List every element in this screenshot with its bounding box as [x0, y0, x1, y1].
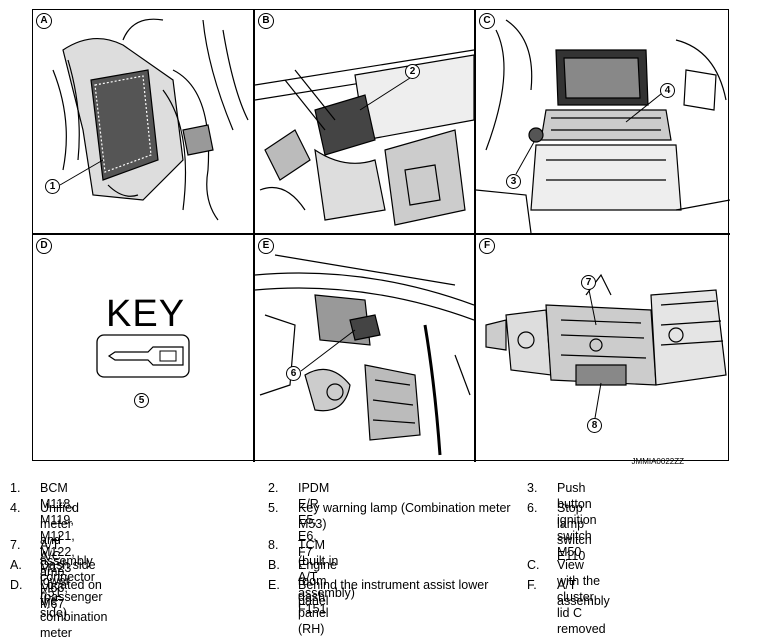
panel-d: D KEY 5 [33, 235, 253, 462]
legend-letter: F. [527, 578, 537, 592]
callout-3: 3 [506, 174, 521, 189]
legend-letter: E. [268, 578, 280, 592]
dash-center-illustration [476, 19, 730, 233]
legend-text: Located on the combination meter [40, 578, 108, 640]
panel-label: C [479, 13, 495, 29]
legend-letter: D. [10, 578, 23, 592]
legend-text: Stop lamp switch E110 [557, 501, 592, 563]
callout-5: 5 [134, 393, 149, 408]
legend-num: 5. [268, 501, 279, 515]
panel-b: B 2 [255, 10, 474, 233]
legend-text: Unified meter and A/C amp. M66, M67 [40, 501, 79, 611]
panel-divider [474, 10, 476, 462]
at-assembly-illustration [485, 273, 727, 386]
legend-num: 4. [10, 501, 21, 515]
panel-f: F 7 8 [476, 235, 730, 462]
panel-e: E 6 [255, 235, 474, 462]
legend-text: BCM M118, M119, M121, M122, M123 [40, 481, 75, 575]
ipdm-illustration [255, 49, 474, 226]
legend-text: A/T assembly connector F51 [40, 538, 95, 600]
legend-text: Push button ignition switch M50 [557, 481, 597, 559]
legend-num: 6. [527, 501, 538, 515]
legend-num: 2. [268, 481, 279, 495]
callout-8: 8 [587, 418, 602, 433]
legend-letter: A. [10, 558, 22, 572]
panel-label: D [36, 238, 52, 254]
panel-label: B [258, 13, 274, 29]
legend-text: TCM (built in A/T assembly) F151 [298, 538, 355, 616]
legend-num: 7. [10, 538, 21, 552]
legend-text: IPDM E/R E5, E6, F7 [298, 481, 330, 559]
panel-label: A [36, 13, 52, 29]
panel-divider [253, 10, 255, 462]
callout-4: 4 [660, 83, 675, 98]
panel-label: E [258, 238, 274, 254]
legend-text: A/T assembly [557, 578, 610, 608]
panel-label: F [479, 238, 495, 254]
callout-6: 6 [286, 366, 301, 381]
stop-lamp-switch-illustration [255, 254, 474, 456]
legend-text: Key warning lamp (Combination meter M53) [298, 501, 511, 531]
panel-c: C 3 4 [476, 10, 730, 233]
figure-code: JMMIA0022ZZ [631, 457, 684, 466]
callout-2: 2 [405, 64, 420, 79]
legend-letter: B. [268, 558, 280, 572]
legend-text: Behind the instrument assist lower panel [298, 578, 489, 608]
panel-a: A 1 [33, 10, 253, 233]
key-warning-lamp-icon [96, 334, 190, 378]
legend-num: 1. [10, 481, 21, 495]
legend-num: 3. [527, 481, 538, 495]
key-warning-lamp-text: KEY [106, 293, 186, 335]
panel-divider [33, 233, 730, 235]
legend-letter: C. [527, 558, 540, 572]
bcm-illustration [52, 18, 249, 221]
callout-1: 1 [45, 179, 60, 194]
legend-num: 8. [268, 538, 279, 552]
component-location-figure: A 1 B 2 [32, 9, 730, 466]
callout-7: 7 [581, 275, 596, 290]
